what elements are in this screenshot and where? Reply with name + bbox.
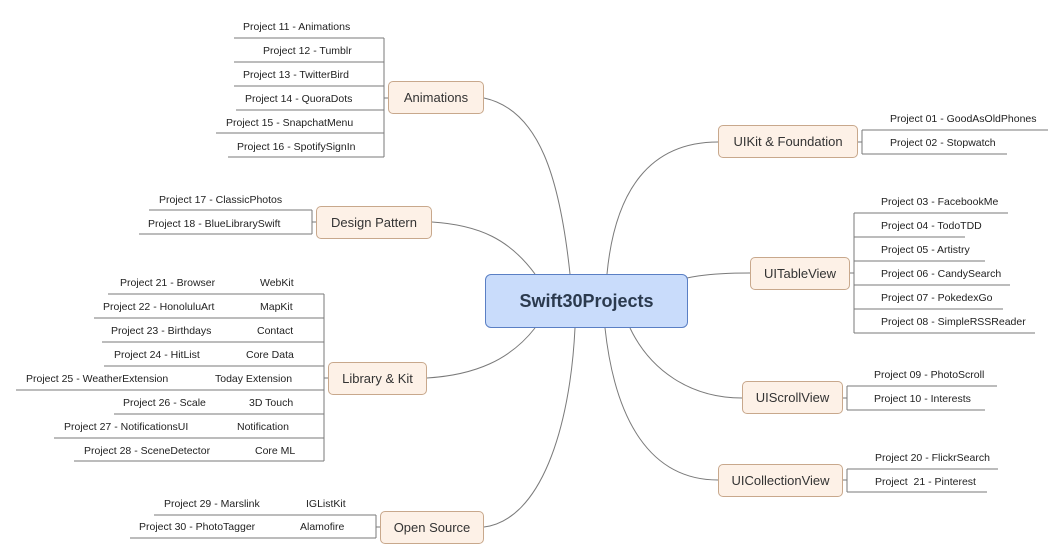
project-item[interactable]: Project 03 - FacebookMe <box>881 196 999 208</box>
topic-animations[interactable]: Animations <box>388 81 484 114</box>
project-item[interactable]: Project 01 - GoodAsOldPhones <box>890 113 1037 125</box>
project-item[interactable]: Project 24 - HitList <box>114 349 200 361</box>
kit-label[interactable]: Alamofire <box>300 521 345 533</box>
topic-library-kit[interactable]: Library & Kit <box>328 362 427 395</box>
project-item[interactable]: Project 21 - Browser <box>120 277 216 289</box>
project-item[interactable]: Project 15 - SnapchatMenu <box>226 117 354 129</box>
connector-animations <box>483 97 571 275</box>
project-item[interactable]: Project 12 - Tumblr <box>263 45 352 57</box>
project-item[interactable]: Project 23 - Birthdays <box>111 325 212 337</box>
topic-design-pattern[interactable]: Design Pattern <box>316 206 432 239</box>
topic-uiscrollview[interactable]: UIScrollView <box>742 381 843 414</box>
project-item[interactable]: Project 07 - PokedexGo <box>881 292 993 304</box>
project-item[interactable]: Project 20 - FlickrSearch <box>875 452 990 464</box>
project-item[interactable]: Project 16 - SpotifySignIn <box>237 141 356 153</box>
project-item[interactable]: Project 04 - TodoTDD <box>881 220 982 232</box>
project-item[interactable]: Project 29 - Marslink <box>164 498 260 510</box>
topic-uikit-foundation[interactable]: UIKit & Foundation <box>718 125 858 158</box>
project-item[interactable]: Project 25 - WeatherExtension <box>26 373 169 385</box>
connector-library-kit <box>426 327 536 379</box>
project-item[interactable]: Project 11 - Animations <box>243 21 351 33</box>
project-item[interactable]: Project 17 - ClassicPhotos <box>159 194 283 206</box>
kit-label[interactable]: WebKit <box>260 277 294 289</box>
project-item[interactable]: Project 22 - HonoluluArt <box>103 301 215 313</box>
kit-label[interactable]: Notification <box>237 421 289 433</box>
topic-uitableview[interactable]: UITableView <box>750 257 850 290</box>
kit-label[interactable]: Core Data <box>246 349 294 361</box>
topic-uicollectionview[interactable]: UICollectionView <box>718 464 843 497</box>
project-item[interactable]: Project 18 - BlueLibrarySwift <box>148 218 281 230</box>
project-item[interactable]: Project 10 - Interests <box>874 393 971 405</box>
project-item[interactable]: Project 06 - CandySearch <box>881 268 1002 280</box>
kit-label[interactable]: IGListKit <box>306 498 346 510</box>
connector-open-source <box>483 327 576 528</box>
project-item[interactable]: Project 28 - SceneDetector <box>84 445 211 457</box>
kit-label[interactable]: Core ML <box>255 445 296 457</box>
project-item[interactable]: Project 30 - PhotoTagger <box>139 521 256 533</box>
project-item[interactable]: Project 02 - Stopwatch <box>890 137 996 149</box>
connector-uiscrollview <box>629 327 743 399</box>
project-item[interactable]: Project 08 - SimpleRSSReader <box>881 316 1026 328</box>
project-item[interactable]: Project 14 - QuoraDots <box>245 93 353 105</box>
project-item[interactable]: Project 26 - Scale <box>123 397 206 409</box>
connector-uicollectionview <box>604 327 719 481</box>
topic-open-source[interactable]: Open Source <box>380 511 484 544</box>
project-item[interactable]: Project 09 - PhotoScroll <box>874 369 985 381</box>
connector-design-pattern <box>431 221 536 275</box>
central-topic[interactable]: Swift30Projects <box>485 274 688 328</box>
kit-label[interactable]: 3D Touch <box>249 397 294 409</box>
kit-label[interactable]: Today Extension <box>215 373 293 385</box>
project-item[interactable]: Project 27 - NotificationsUI <box>64 421 189 433</box>
kit-label[interactable]: MapKit <box>260 301 293 313</box>
connector-uikit <box>606 141 719 275</box>
project-item[interactable]: Project 05 - Artistry <box>881 244 970 256</box>
project-item[interactable]: Project 13 - TwitterBird <box>243 69 350 81</box>
kit-label[interactable]: Contact <box>257 325 294 337</box>
project-item[interactable]: Project 21 - Pinterest <box>875 476 976 488</box>
